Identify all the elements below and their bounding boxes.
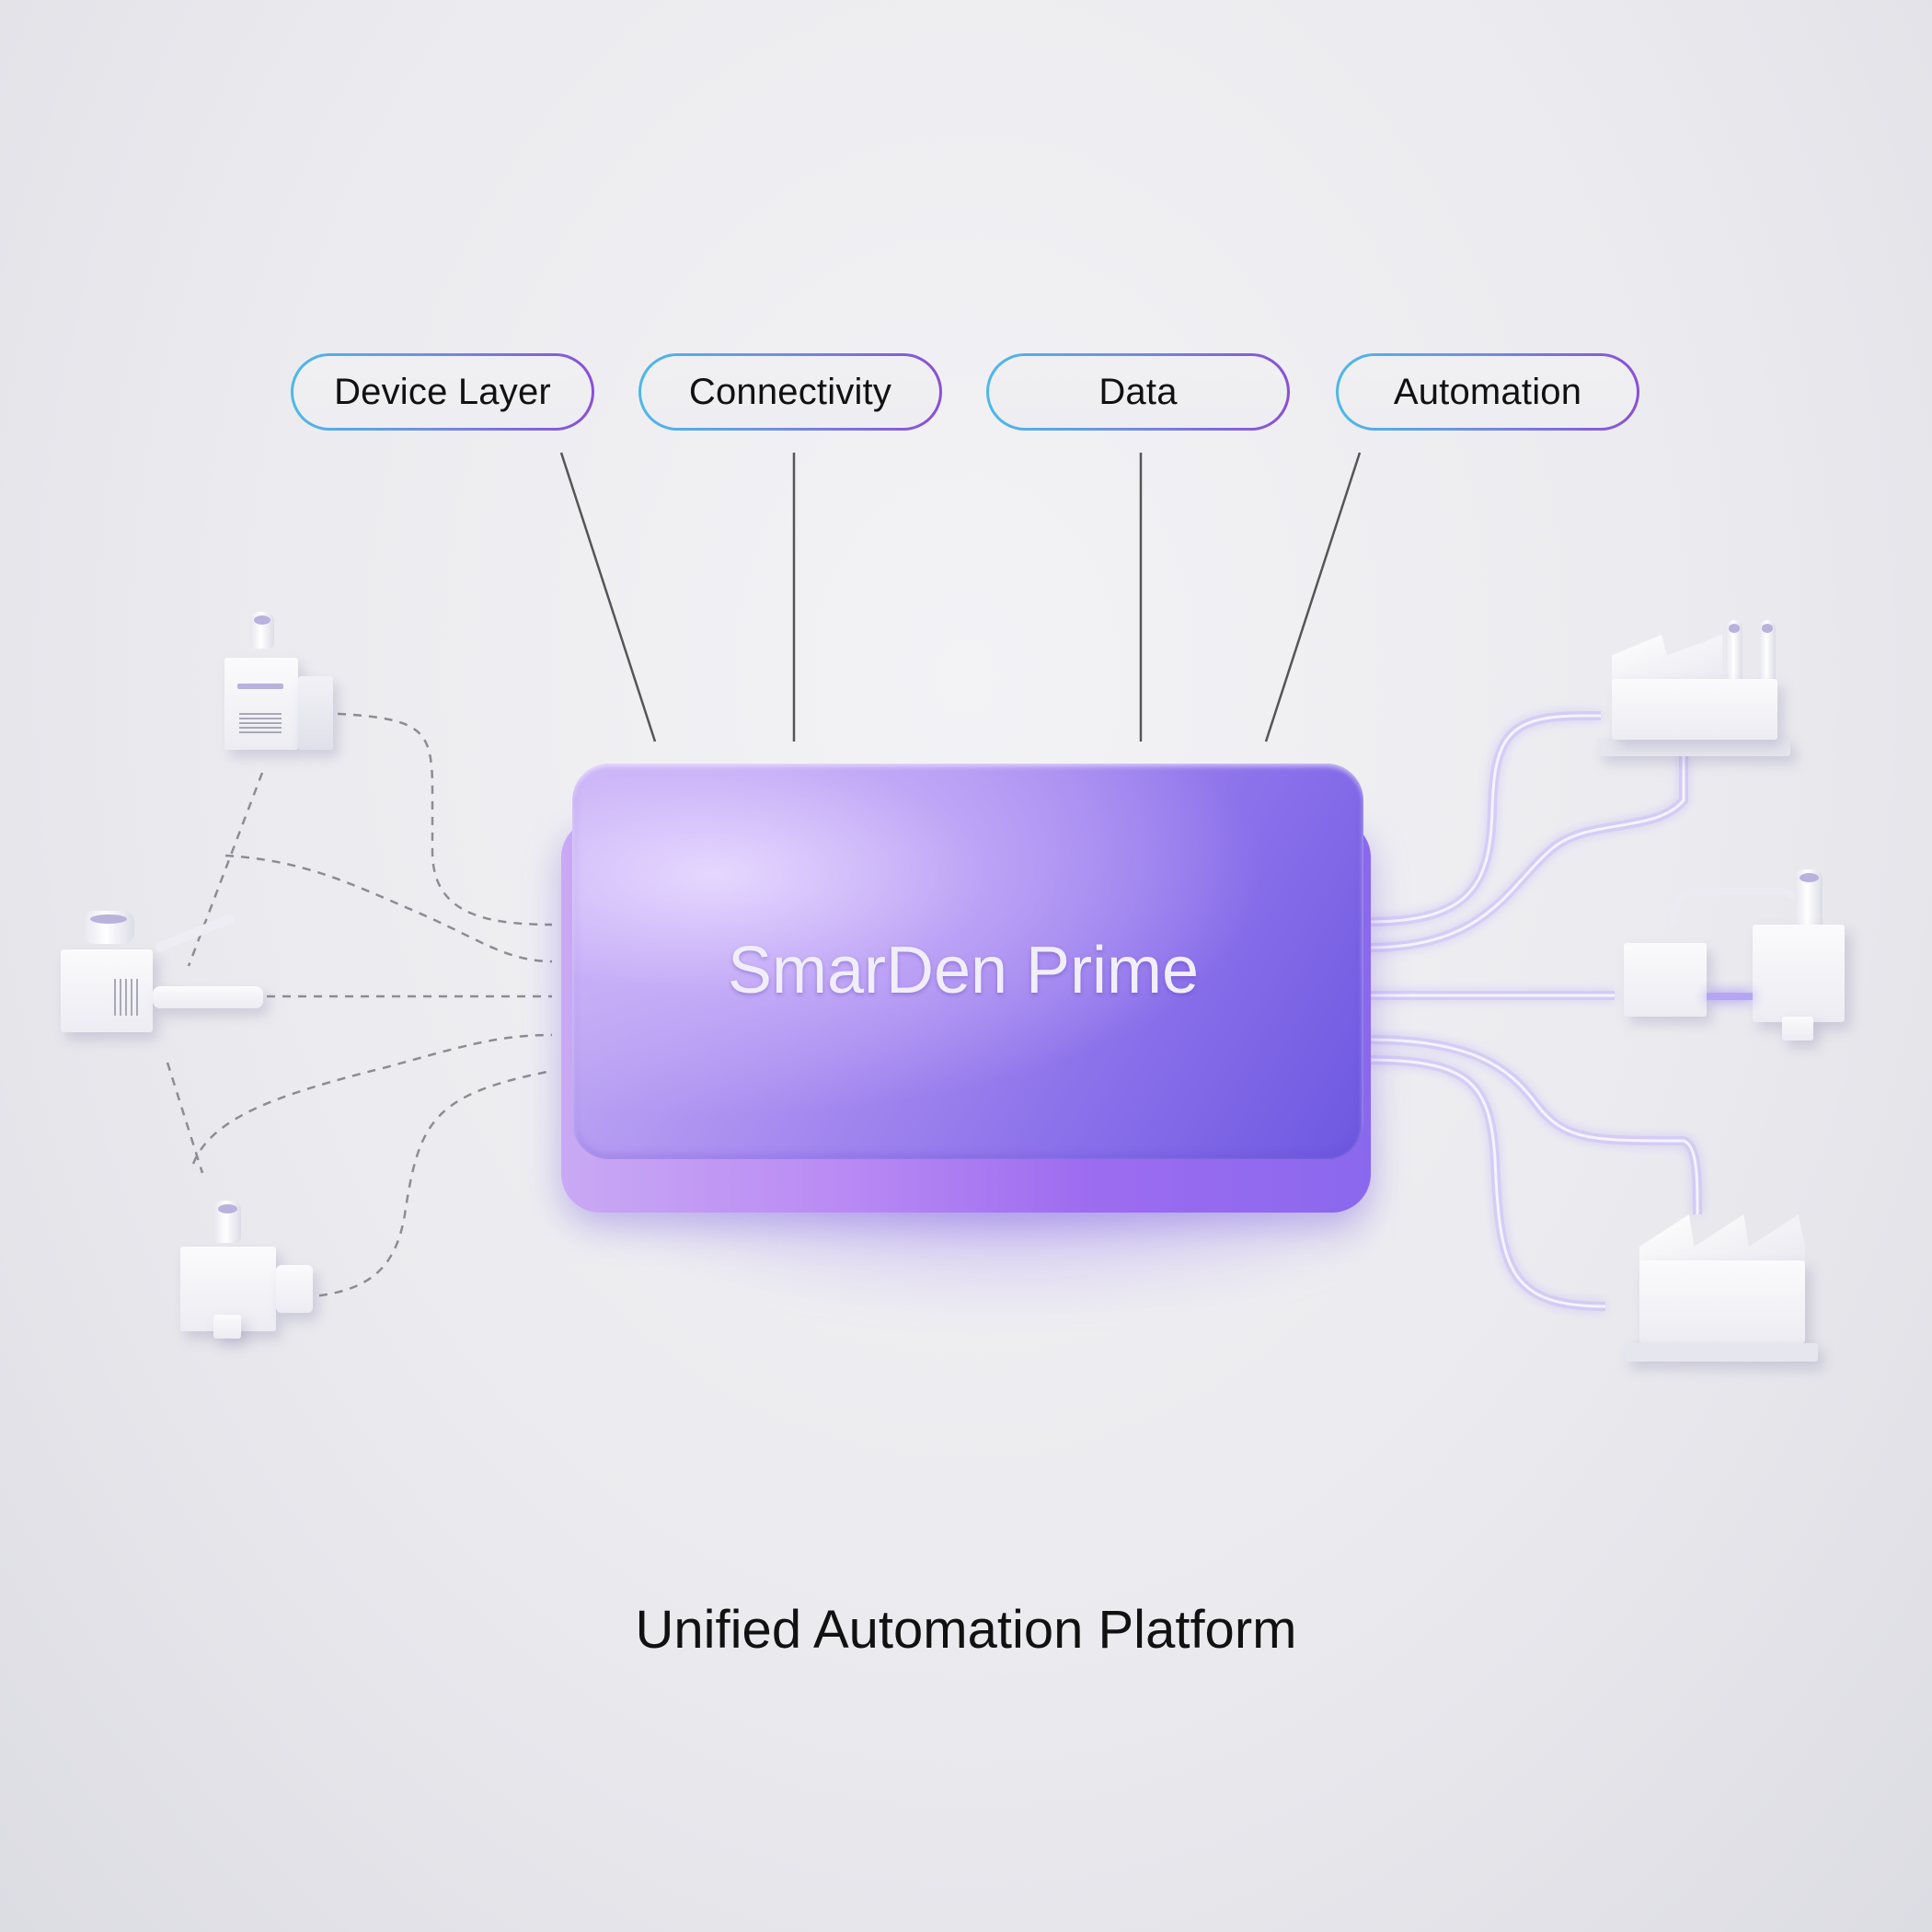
right-glowing-links-core	[1368, 714, 1699, 1308]
hub-platform: SmarDen Prime	[558, 764, 1374, 1306]
robotic-arm-conveyor-icon	[61, 911, 272, 1040]
layer-pill-label: Automation	[1393, 371, 1582, 412]
machine-unit-bottom-icon	[180, 1201, 328, 1339]
layer-pill-device-layer: Device Layer	[291, 353, 594, 431]
layer-pill-data: Data	[986, 353, 1290, 431]
layer-connector-lines	[559, 452, 1362, 742]
factory-twin-chimney-icon	[1597, 620, 1790, 767]
layer-pill-automation: Automation	[1336, 353, 1639, 431]
diagram-caption: Unified Automation Platform	[635, 1600, 1297, 1660]
layer-pill-label: Data	[1098, 371, 1178, 412]
hub-top-surface: SmarDen Prime	[572, 764, 1363, 1159]
processing-plant-icon	[1624, 869, 1863, 1053]
hub-title: SmarDen Prime	[727, 934, 1200, 1007]
machine-unit-top-icon	[224, 612, 335, 750]
layer-pill-connectivity: Connectivity	[638, 353, 942, 431]
layer-pill-label: Device Layer	[334, 371, 551, 412]
factory-sawtooth-icon	[1625, 1205, 1818, 1362]
layer-pill-label: Connectivity	[688, 371, 892, 412]
